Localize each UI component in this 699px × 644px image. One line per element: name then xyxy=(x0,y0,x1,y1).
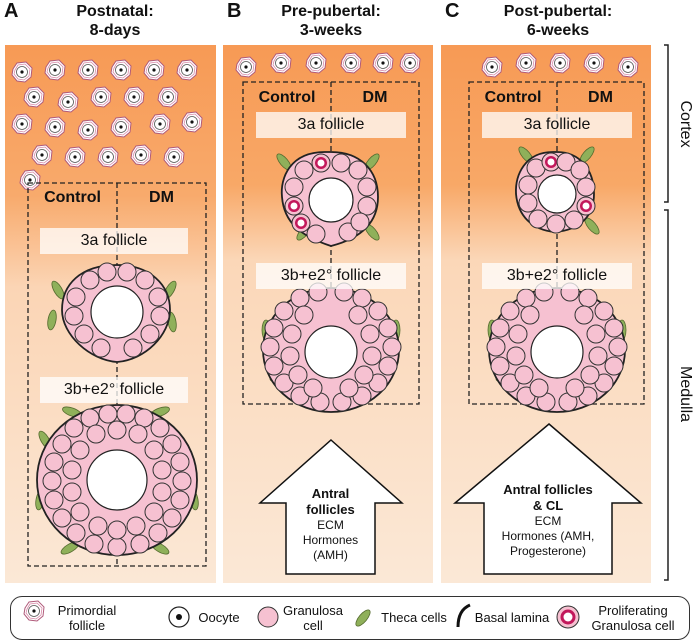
panel-c-arrow-line3: Progesterone) xyxy=(509,544,587,558)
panel-b-arrow-title1: Antral xyxy=(311,486,350,501)
panel-b-3a-label: 3a follicle xyxy=(256,112,406,138)
panel-c-dm-label: DM xyxy=(588,89,613,106)
legend-primordial-label: Primordial follicle xyxy=(57,603,117,633)
panel-b-title: Pre-pubertal: 3-weeks xyxy=(266,2,396,40)
panel-b-control-label: Control xyxy=(258,89,316,106)
legend-granulosa-label: Granulosa cell xyxy=(283,603,343,633)
panel-a-control-label: Control xyxy=(44,189,101,206)
panel-a-3b-label: 3b+e2° follicle xyxy=(40,377,188,403)
panel-b-arrow-line3: (AMH) xyxy=(313,548,348,562)
panel-b-arrow-line2: Hormones xyxy=(302,533,359,547)
panel-b-arrow-title2: follicles xyxy=(306,502,355,517)
side-brackets xyxy=(664,44,669,581)
panel-b-arrow xyxy=(258,438,404,575)
panel-c-control-label: Control xyxy=(484,89,542,106)
panel-c-arrow-title1: Antral follicles xyxy=(503,482,593,497)
panel-a-dm-label: DM xyxy=(149,189,174,206)
medulla-label: Medulla xyxy=(677,365,694,423)
panel-c-arrow-line1: ECM xyxy=(534,514,562,528)
panel-b-arrow-text: Antral follicles ECM Hormones (AMH) xyxy=(286,486,375,563)
panel-a-3a-label: 3a follicle xyxy=(40,228,188,254)
panel-c-title: Post-pubertal: 6-weeks xyxy=(490,2,626,40)
legend xyxy=(10,596,690,640)
panel-c-3a-label: 3a follicle xyxy=(482,112,632,138)
panel-a-letter: A xyxy=(4,0,19,22)
legend-basal-label: Basal lamina xyxy=(474,610,550,625)
panel-c-arrow-text: Antral follicles & CL ECM Hormones (AMH,… xyxy=(484,482,612,559)
panel-c-3b-label: 3b+e2° follicle xyxy=(482,263,632,289)
panel-b-title-line1: Pre-pubertal: xyxy=(281,3,381,20)
panel-c-3a-follicle xyxy=(515,144,602,237)
legend-proliferating-label: Proliferating Granulosa cell xyxy=(591,603,675,633)
legend-theca-label: Theca cells xyxy=(381,610,447,625)
panel-a-3a-follicle xyxy=(45,262,179,363)
panel-c-letter: C xyxy=(445,0,460,22)
panel-a-title-line1: Postnatal: xyxy=(76,3,154,20)
panel-b-3b-follicle xyxy=(260,282,402,413)
legend-oocyte-label: Oocyte xyxy=(198,610,240,625)
panel-b-arrow-line1: ECM xyxy=(317,518,344,532)
panel-b-dm-label: DM xyxy=(362,89,388,106)
panel-b-3a-follicle xyxy=(274,151,382,247)
panel-c-arrow-line2: Hormones (AMH, xyxy=(501,529,595,543)
panel-c-title-line1: Post-pubertal: xyxy=(503,3,613,20)
panel-c-arrow-title2: & CL xyxy=(532,498,564,513)
panel-c-arrow xyxy=(452,423,644,575)
panel-c-title-line2: 6-weeks xyxy=(526,22,590,39)
panel-a-title: Postnatal: 8-days xyxy=(55,2,175,40)
panel-a-title-line2: 8-days xyxy=(89,22,141,39)
panel-c-3b-follicle xyxy=(486,282,628,413)
legend-icons xyxy=(23,600,580,629)
cortex-label: Cortex xyxy=(677,100,694,148)
panel-b-letter: B xyxy=(227,0,242,22)
panel-a-3b-follicle xyxy=(33,404,201,557)
panel-b-title-line2: 3-weeks xyxy=(299,22,363,39)
panel-b-3b-label: 3b+e2° follicle xyxy=(256,263,406,289)
